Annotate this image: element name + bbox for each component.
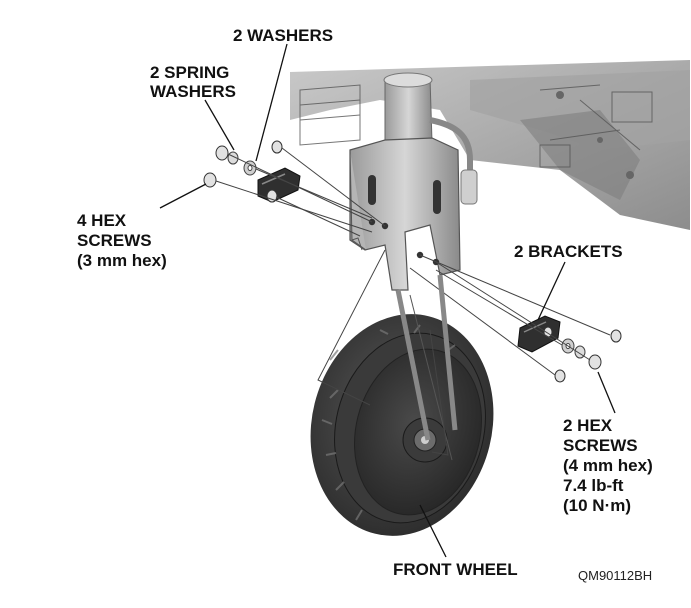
machine-body <box>290 60 690 230</box>
label-hex-screws-small: 4 HEX SCREWS (3 mm hex) <box>77 211 167 270</box>
label-brackets: 2 BRACKETS <box>514 242 623 261</box>
caster-post <box>383 72 478 205</box>
fork <box>349 137 461 291</box>
label-spring-washers: 2 SPRING WASHERS <box>150 63 236 101</box>
left-hardware <box>203 140 386 237</box>
right-hardware <box>409 254 622 383</box>
figure-code: QM90112BH <box>578 568 652 583</box>
label-hex-screws-large: 2 HEX SCREWS (4 mm hex) 7.4 lb-ft (10 N·… <box>563 416 657 515</box>
leader-lines <box>159 43 616 558</box>
label-washers: 2 WASHERS <box>233 26 333 45</box>
label-front-wheel: FRONT WHEEL <box>393 560 518 579</box>
front-wheel-drawing <box>310 249 494 536</box>
